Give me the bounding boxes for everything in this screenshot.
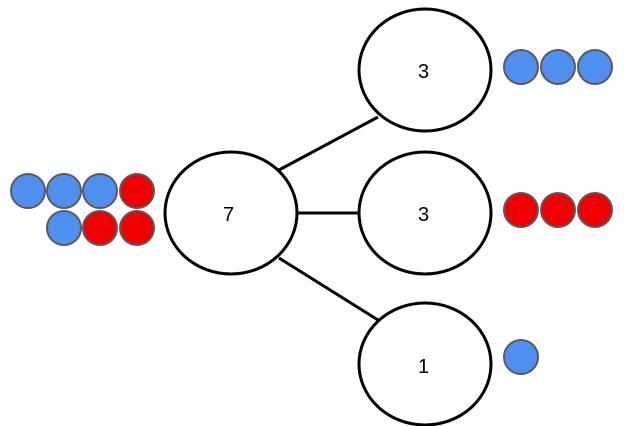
part-node-middle: 3 bbox=[357, 150, 493, 276]
part-counter-red bbox=[540, 192, 576, 228]
root-counter-red bbox=[119, 173, 155, 209]
part-node-top: 3 bbox=[357, 7, 493, 133]
root-counters bbox=[10, 173, 155, 246]
root-node-circle bbox=[163, 150, 299, 276]
part-node-bottom-circle bbox=[357, 301, 493, 426]
part-node-middle-circle bbox=[357, 150, 493, 276]
part-counters-top bbox=[503, 49, 613, 85]
part-counter-blue bbox=[503, 49, 539, 85]
root-node: 7 bbox=[163, 150, 299, 276]
root-node-label: 7 bbox=[223, 204, 234, 226]
part-node-bottom: 1 bbox=[357, 301, 493, 426]
edge-to-bottom-part bbox=[278, 256, 379, 322]
part-counter-blue bbox=[503, 339, 539, 375]
part-counter-red bbox=[503, 192, 539, 228]
root-counter-red bbox=[82, 210, 118, 246]
part-counters-bottom bbox=[503, 339, 539, 375]
root-counter-blue bbox=[82, 173, 118, 209]
part-counters-middle bbox=[503, 192, 613, 228]
part-counter-blue bbox=[577, 49, 613, 85]
part-counter-blue bbox=[540, 49, 576, 85]
edge-to-top-part bbox=[278, 115, 379, 172]
part-node-top-circle bbox=[357, 7, 493, 133]
root-counter-red bbox=[119, 210, 155, 246]
part-node-middle-label: 3 bbox=[418, 204, 429, 226]
root-counter-blue bbox=[46, 210, 82, 246]
part-node-bottom-label: 1 bbox=[418, 356, 429, 378]
root-counter-blue bbox=[46, 173, 82, 209]
part-counter-red bbox=[577, 192, 613, 228]
root-counter-blue bbox=[10, 173, 46, 209]
part-node-top-label: 3 bbox=[418, 61, 429, 83]
